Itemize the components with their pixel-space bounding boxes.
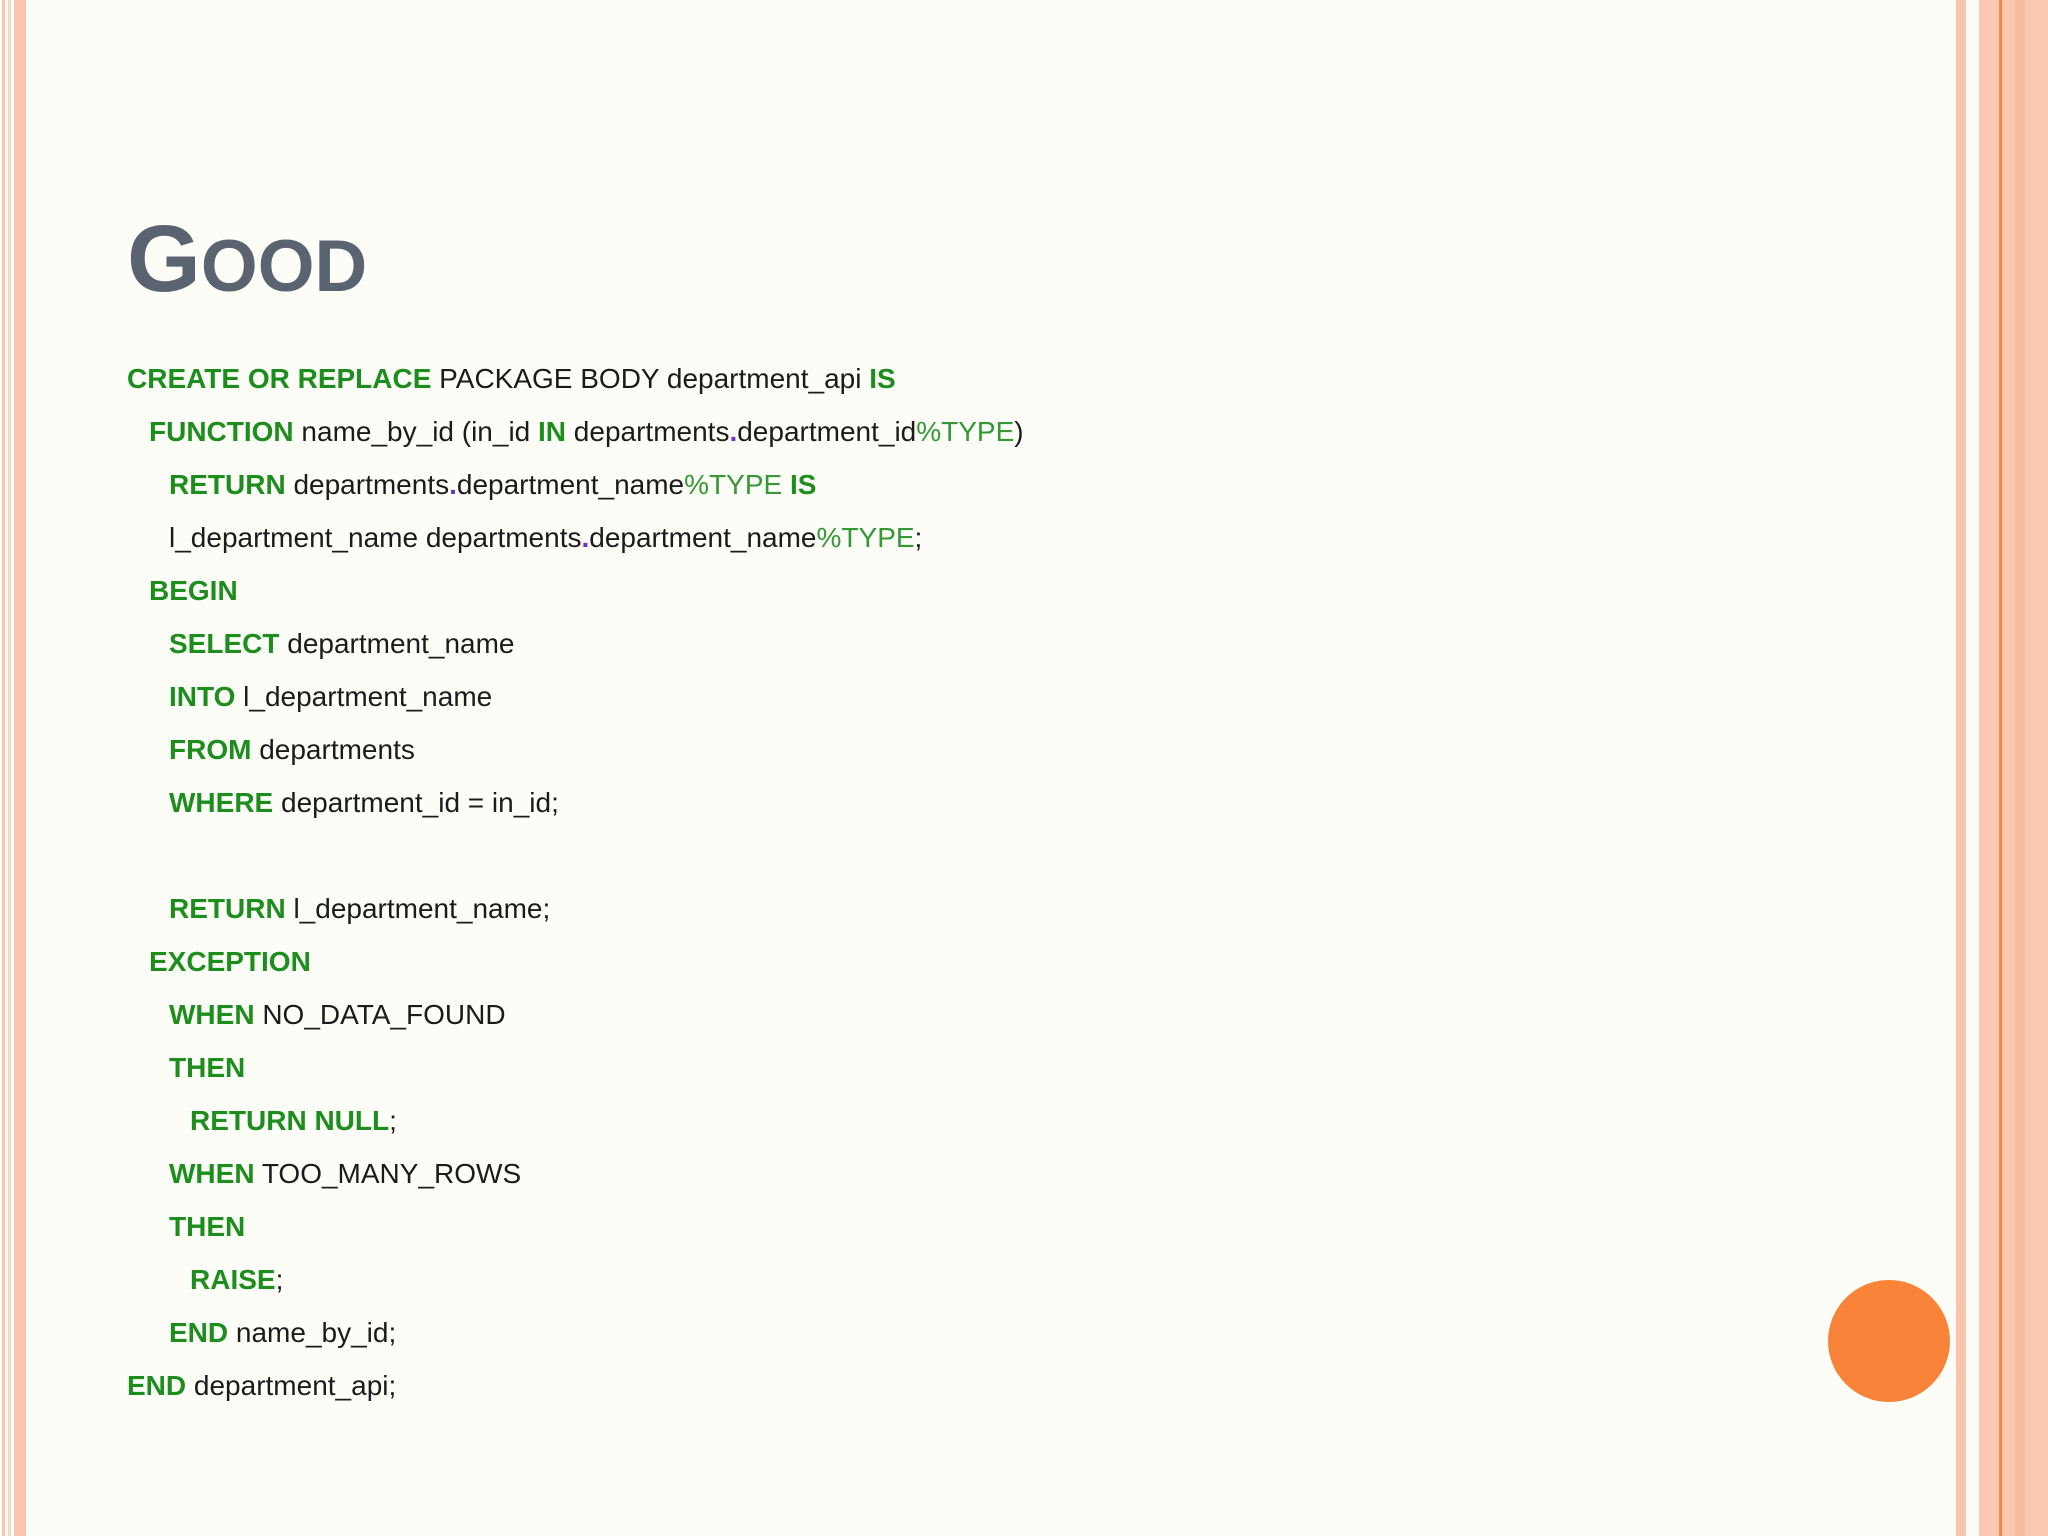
code-segment-dot: . — [729, 416, 738, 447]
code-segment-kw: END — [127, 1370, 187, 1401]
code-segment-plain: department_name — [589, 522, 817, 553]
code-segment-kw: WHERE — [169, 787, 274, 818]
code-line: INTO l_department_name — [127, 670, 1024, 723]
code-segment-plain: department_api; — [186, 1370, 397, 1401]
code-segment-plain: l_department_name departments — [169, 522, 582, 553]
code-segment-plain: ; — [275, 1264, 284, 1295]
code-segment-plain: department_name — [279, 628, 515, 659]
code-segment-plain: l_department_name; — [285, 893, 551, 924]
code-segment-plain: department_id = in_id; — [273, 787, 559, 818]
code-segment-plain: name_by_id; — [228, 1317, 397, 1348]
code-segment-kw: IN — [538, 416, 567, 447]
code-segment-kw: FUNCTION — [149, 416, 294, 447]
right-border-accent-line — [1999, 0, 2002, 1536]
code-line — [127, 829, 1024, 882]
right-border-band — [1979, 0, 2048, 1536]
code-segment-kw: RETURN NULL — [190, 1105, 390, 1136]
code-segment-plain: departments — [285, 469, 450, 500]
code-line: WHEN TOO_MANY_ROWS — [127, 1147, 1024, 1200]
slide-title-rest: OOD — [200, 226, 368, 307]
code-segment-kw: THEN — [169, 1052, 246, 1083]
code-segment-kw: BEGIN — [149, 575, 238, 606]
code-line: RETURN NULL; — [127, 1094, 1024, 1147]
code-segment-plain: departments — [251, 734, 415, 765]
code-line: RETURN l_department_name; — [127, 882, 1024, 935]
code-segment-plain: department_name — [456, 469, 685, 500]
code-segment-kw: EXCEPTION — [149, 946, 311, 977]
code-block: CREATE OR REPLACE PACKAGE BODY departmen… — [127, 352, 1024, 1412]
slide-title: GOOD — [127, 212, 367, 328]
code-segment-kw: WHEN — [169, 1158, 255, 1189]
code-segment-kw: END — [169, 1317, 229, 1348]
code-line: CREATE OR REPLACE PACKAGE BODY departmen… — [127, 352, 1024, 405]
code-line: END name_by_id; — [127, 1306, 1024, 1359]
code-segment-type: %TYPE — [684, 469, 783, 500]
left-border-stripe-thick — [14, 0, 26, 1536]
code-line: FROM departments — [127, 723, 1024, 776]
orange-circle-decoration — [1828, 1280, 1950, 1402]
code-line: RETURN departments.department_name%TYPE … — [127, 458, 1024, 511]
code-segment-plain: departments — [566, 416, 730, 447]
code-line: EXCEPTION — [127, 935, 1024, 988]
code-segment-plain: TOO_MANY_ROWS — [254, 1158, 522, 1189]
code-line: WHERE department_id = in_id; — [127, 776, 1024, 829]
code-line: THEN — [127, 1041, 1024, 1094]
right-border-stripe-thin — [1956, 0, 1966, 1536]
code-segment-kw: INTO — [169, 681, 236, 712]
code-segment-kw: SELECT — [169, 628, 280, 659]
code-segment-kw: RAISE — [190, 1264, 276, 1295]
code-segment-kw: RETURN — [169, 469, 286, 500]
code-line: RAISE; — [127, 1253, 1024, 1306]
code-segment-kw: WHEN — [169, 999, 255, 1030]
code-segment-plain: ) — [1014, 416, 1024, 447]
code-segment-kw: IS — [789, 469, 817, 500]
code-segment-plain: ; — [389, 1105, 397, 1136]
code-segment-plain: NO_DATA_FOUND — [254, 999, 506, 1030]
code-segment-kw: RETURN — [169, 893, 286, 924]
slide-title-initial: G — [127, 206, 201, 312]
right-border-band-dark — [2015, 0, 2025, 1536]
code-segment-plain: l_department_name — [235, 681, 493, 712]
code-segment-type: %TYPE — [916, 416, 1015, 447]
code-segment-plain: department_id — [737, 416, 917, 447]
code-segment-kw: CREATE OR REPLACE — [127, 363, 432, 394]
code-line: SELECT department_name — [127, 617, 1024, 670]
code-segment-dot: . — [449, 469, 457, 500]
left-border-stripe-light — [8, 0, 11, 1536]
code-line: THEN — [127, 1200, 1024, 1253]
code-segment-plain: name_by_id (in_id — [293, 416, 539, 447]
left-border-stripe-thin — [2, 0, 5, 1536]
code-segment-kw: THEN — [169, 1211, 246, 1242]
code-segment-type: %TYPE — [816, 522, 915, 553]
code-segment-plain — [782, 469, 790, 500]
code-line: WHEN NO_DATA_FOUND — [127, 988, 1024, 1041]
code-line: END department_api; — [127, 1359, 1024, 1412]
code-line: BEGIN — [127, 564, 1024, 617]
code-segment-kw: FROM — [169, 734, 252, 765]
code-segment-dot: . — [581, 522, 590, 553]
code-line: l_department_name departments.department… — [127, 511, 1024, 564]
code-line: FUNCTION name_by_id (in_id IN department… — [127, 405, 1024, 458]
code-segment-kw: IS — [869, 363, 896, 394]
code-segment-plain: PACKAGE BODY department_api — [431, 363, 870, 394]
code-segment-plain: ; — [914, 522, 923, 553]
